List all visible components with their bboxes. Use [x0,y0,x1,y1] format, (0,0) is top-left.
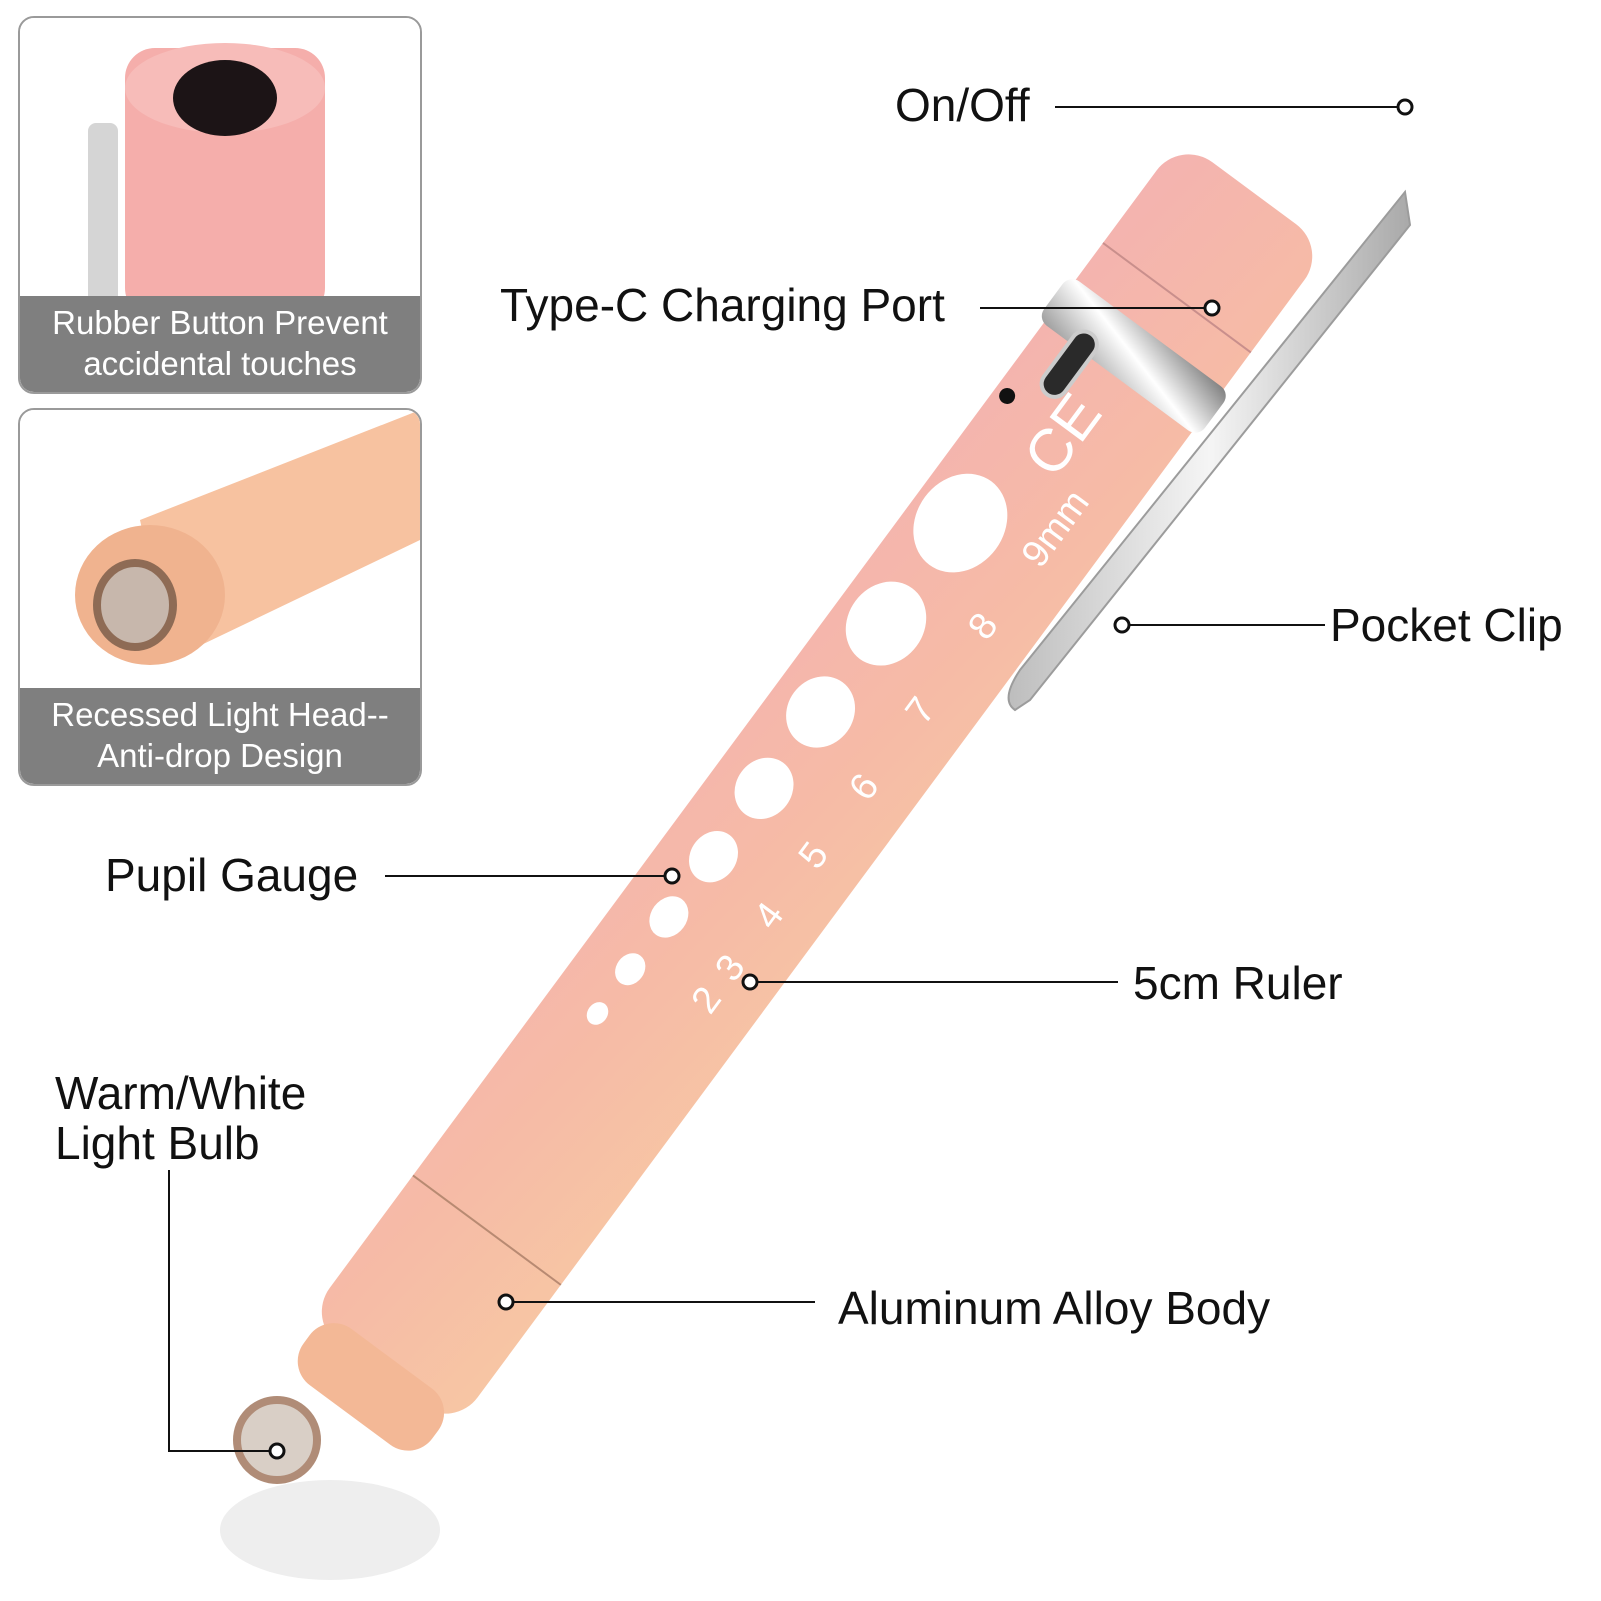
gauge-dot [734,757,794,820]
label-type-c: Type-C Charging Port [500,279,945,331]
gauge-dot [615,953,646,986]
pen-shadow [220,1480,440,1580]
label-body: Aluminum Alloy Body [838,1282,1271,1334]
gauge-dot [845,581,927,666]
marker-pupil-gauge [663,867,681,885]
gauge-dot [689,831,738,883]
marker-on-off [1396,98,1414,116]
label-pocket-clip: Pocket Clip [1330,599,1563,651]
cap-seam [1102,242,1252,354]
label-bulb-line1: Warm/White [55,1067,307,1119]
marker-pocket-clip [1113,616,1131,634]
marker-body [497,1293,515,1311]
caption-line: Anti-drop Design [97,737,343,774]
light-head [297,1323,445,1451]
caption-line: accidental touches [83,345,357,382]
inset-caption: Rubber Button Prevent accidental touches [20,296,420,392]
scale-numbers: 2 3 4 5 6 7 8 9mm CE [684,381,1115,1021]
inset-light-head: Recessed Light Head-- Anti-drop Design [18,408,422,786]
inset-rubber-button: Rubber Button Prevent accidental touches [18,16,422,394]
inset-clip [88,123,118,303]
caption-line: Recessed Light Head-- [51,696,389,733]
lens [233,1396,321,1484]
pocket-clip [1007,189,1412,712]
gauge-dot [786,676,856,748]
pupil-gauge-dots [586,473,1008,1025]
label-on-off: On/Off [895,79,1030,131]
caption-line: Rubber Button Prevent [52,304,388,341]
type-c-port [1039,329,1099,399]
label-pupil-gauge: Pupil Gauge [105,849,359,901]
label-bulb-line2: Light Bulb [55,1117,260,1169]
gauge-dot [649,896,689,938]
head-seam [412,1174,562,1286]
gauge-dot [913,473,1008,573]
inset-lens [93,559,177,651]
label-ruler: 5cm Ruler [1133,957,1343,1009]
rubber-button [173,60,277,136]
marker-type-c [1203,299,1221,317]
leader-bulb [168,1170,274,1452]
marker-ruler [741,973,759,991]
marker-bulb [268,1442,286,1460]
clip-band [1041,279,1226,433]
indicator-dot [999,387,1016,404]
pen-body [321,154,1313,1414]
inset-caption: Recessed Light Head-- Anti-drop Design [20,688,420,784]
gauge-dot [586,1002,609,1025]
